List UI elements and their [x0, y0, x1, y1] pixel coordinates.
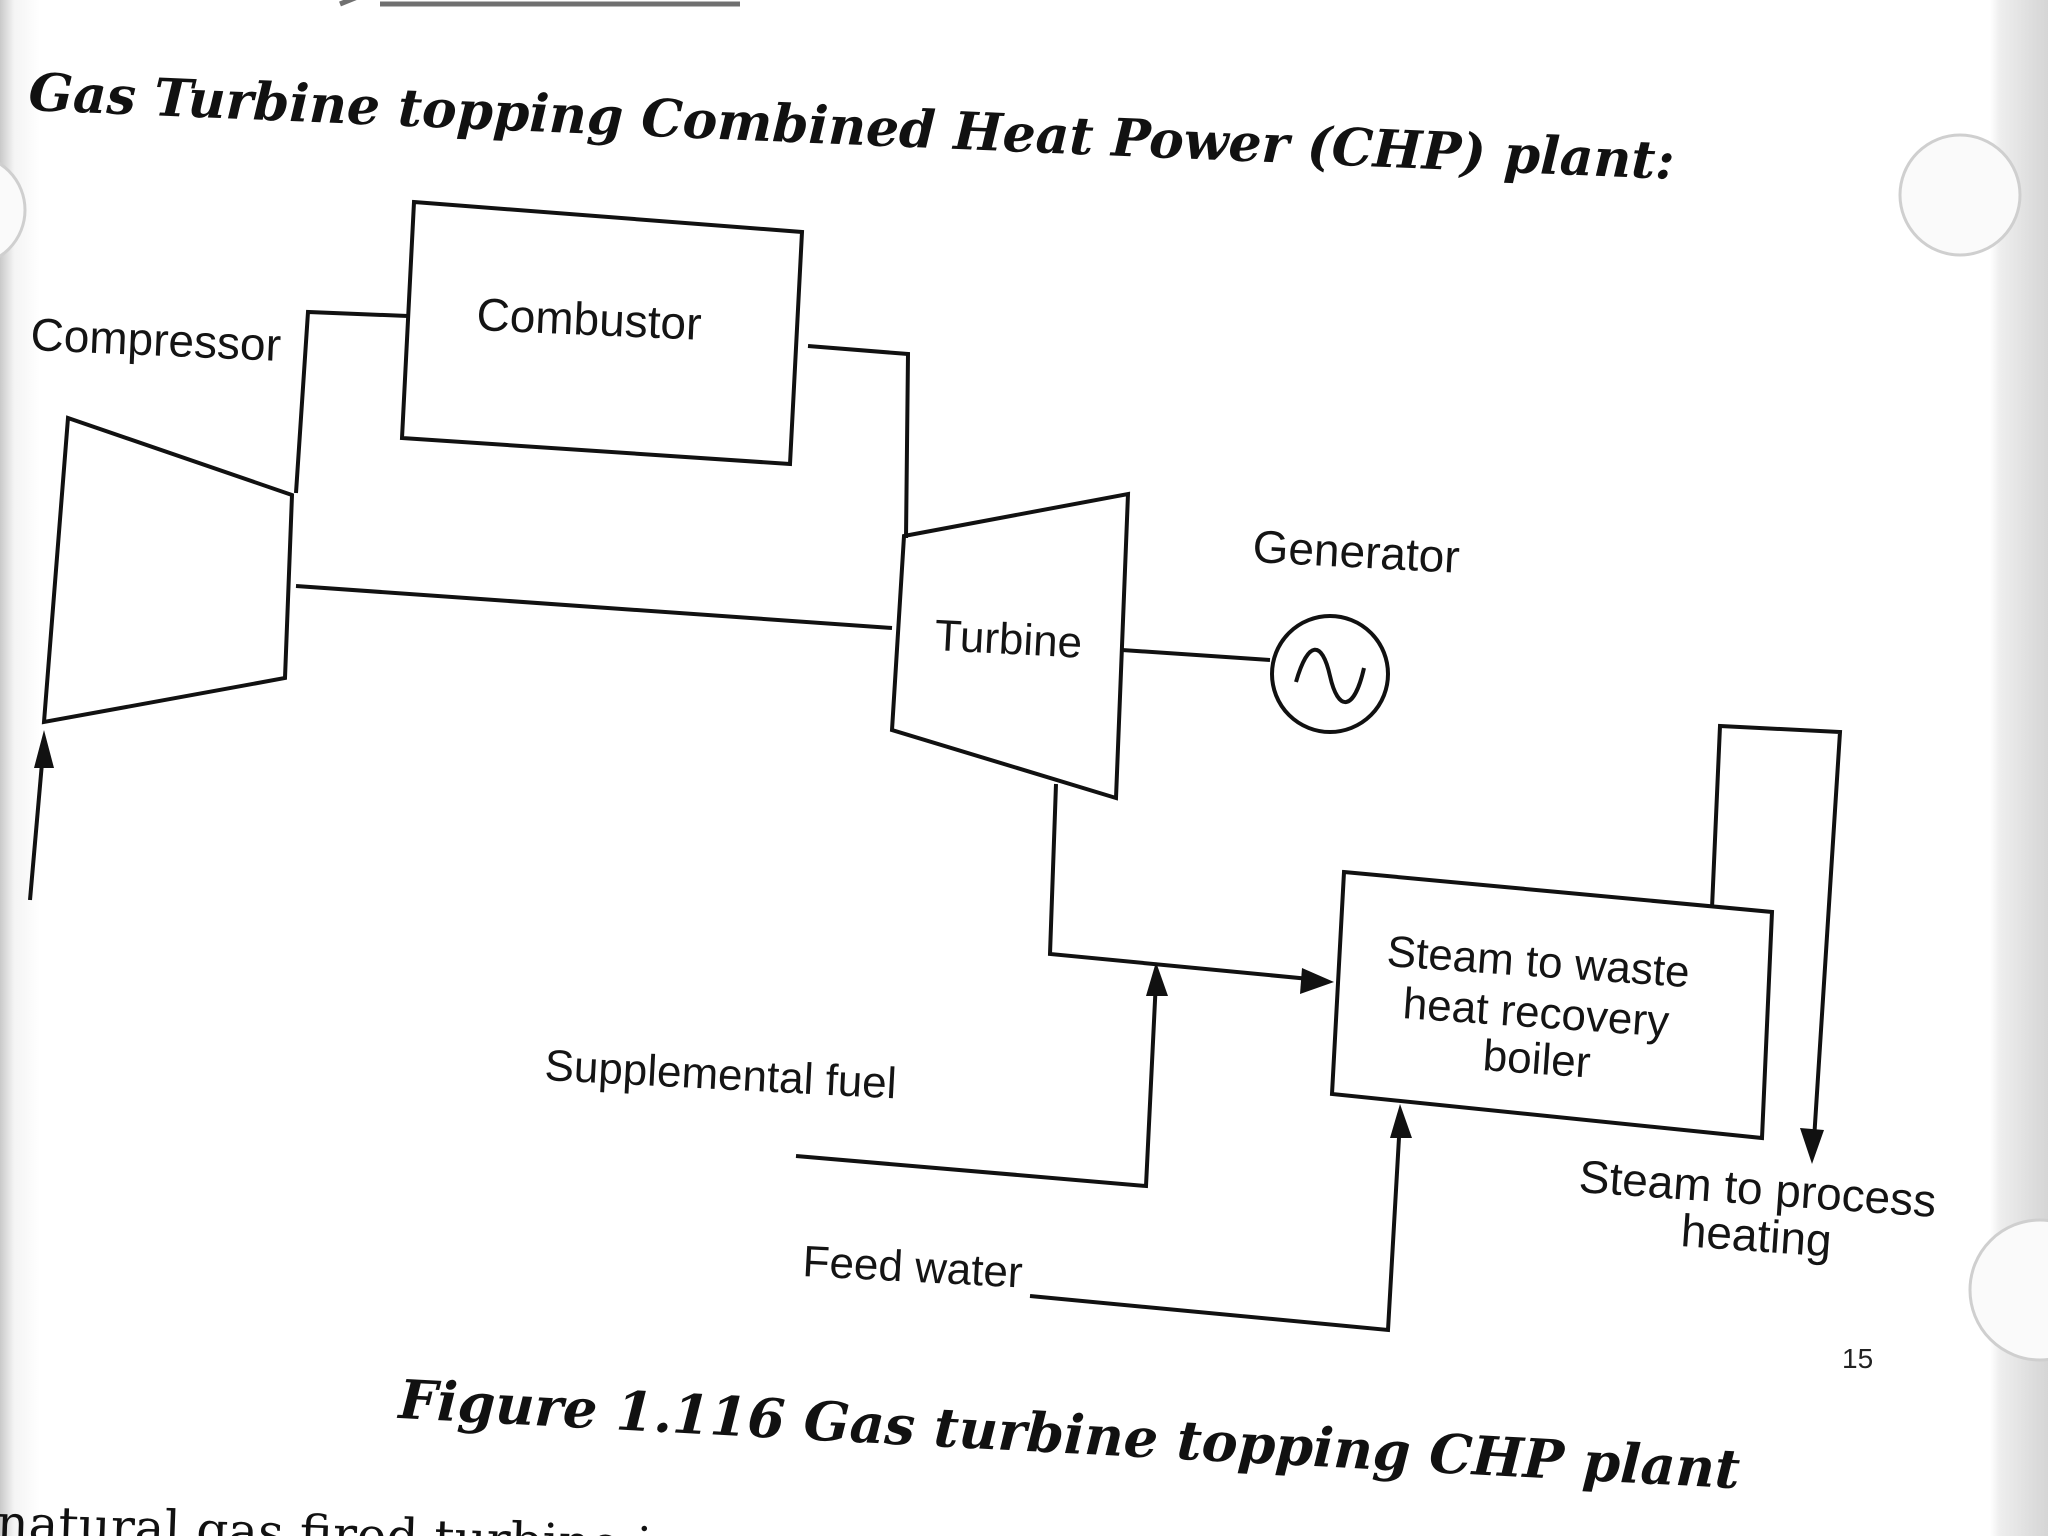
feed-water-line — [1029, 1119, 1402, 1333]
supplemental-fuel-line — [795, 979, 1158, 1189]
generator-sine-wave — [1294, 647, 1366, 704]
compressor-shape — [41, 415, 295, 725]
waste-heat-boiler-box — [1329, 869, 1775, 1141]
turbine-generator-shaft — [1121, 648, 1271, 662]
combustor-box — [399, 199, 805, 467]
supplemental-fuel-arrowhead — [1146, 962, 1168, 996]
diagram-title: Gas Turbine topping Combined Heat Power … — [27, 62, 1675, 192]
cropped-top-text-line — [339, 0, 740, 7]
figure-caption: Figure 1.116 Gas turbine topping CHP pla… — [395, 1367, 1741, 1501]
boiler-inlet-arrowhead — [1300, 968, 1334, 994]
process-steam-label-line2: heating — [1679, 1204, 1833, 1266]
turbine-exhaust-pipe — [1047, 783, 1321, 982]
left-edge-bubble — [0, 162, 27, 258]
bottom-cropped-text: natural gas fired turbine is — [0, 1494, 679, 1536]
compressor-turbine-shaft — [295, 584, 893, 630]
turbine-label: Turbine — [933, 611, 1083, 668]
slide-page-number: 15 — [1842, 1343, 1873, 1374]
compressor-to-combustor-pipe — [294, 309, 409, 494]
compressor-label: Compressor — [30, 308, 283, 371]
feed-water-arrowhead — [1390, 1104, 1412, 1138]
generator-symbol — [1270, 614, 1390, 734]
feed-water-label: Feed water — [801, 1237, 1023, 1297]
process-steam-arrowhead — [1800, 1128, 1824, 1164]
supplemental-fuel-label: Supplemental fuel — [543, 1041, 897, 1108]
turbine-shape — [889, 491, 1131, 801]
right-edge-bubble-top — [1898, 133, 2022, 257]
combustor-to-turbine-pipe — [807, 344, 911, 539]
generator-label: Generator — [1251, 520, 1461, 583]
combustor-label: Combustor — [476, 288, 703, 350]
boiler-label-line3: boiler — [1481, 1031, 1592, 1087]
compressor-inlet-arrowhead — [34, 730, 54, 768]
right-edge-bubble-bottom — [1968, 1218, 2048, 1362]
process-steam-pipe — [1710, 723, 1843, 1141]
